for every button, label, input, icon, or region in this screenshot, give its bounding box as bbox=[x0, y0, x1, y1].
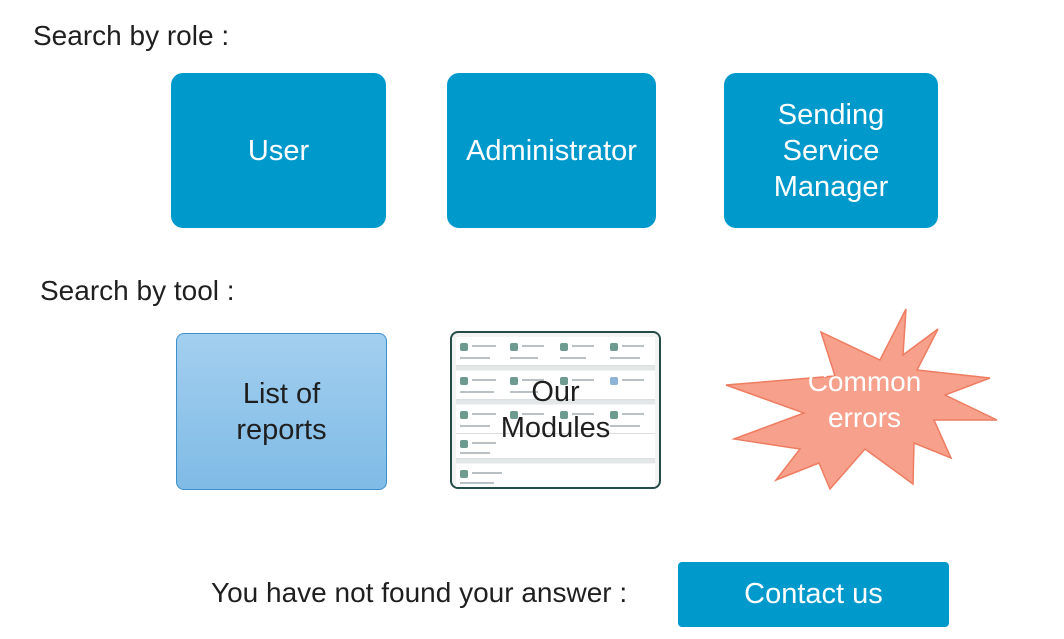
not-found-text: You have not found your answer : bbox=[211, 577, 628, 608]
role-tile-administrator[interactable]: Administrator bbox=[447, 73, 656, 228]
tool-tile-common-errors[interactable]: Common errors bbox=[718, 305, 1001, 495]
contact-us-button[interactable]: Contact us bbox=[678, 562, 949, 627]
search-by-role-title: Search by role : bbox=[33, 20, 230, 51]
tool-tile-common-errors-label: Common errors bbox=[807, 366, 922, 433]
role-tile-user-label: User bbox=[247, 134, 310, 167]
role-tile-administrator-label: Administrator bbox=[466, 134, 637, 167]
search-by-tool-title: Search by tool : bbox=[40, 275, 235, 306]
role-tile-sending-service-manager-label: Sending Service Manager bbox=[773, 98, 889, 203]
tool-tile-list-of-reports[interactable]: List of reports bbox=[176, 333, 387, 490]
modules-thumbnail-image bbox=[456, 337, 655, 487]
starburst-shape bbox=[725, 308, 998, 491]
role-tile-user[interactable]: User bbox=[171, 73, 386, 228]
tool-tile-our-modules[interactable]: Our Modules bbox=[450, 331, 661, 489]
tool-tile-list-of-reports-label: List of reports bbox=[236, 377, 327, 446]
role-tile-sending-service-manager[interactable]: Sending Service Manager bbox=[724, 73, 938, 228]
tool-tile-our-modules-label: Our Modules bbox=[500, 376, 611, 444]
